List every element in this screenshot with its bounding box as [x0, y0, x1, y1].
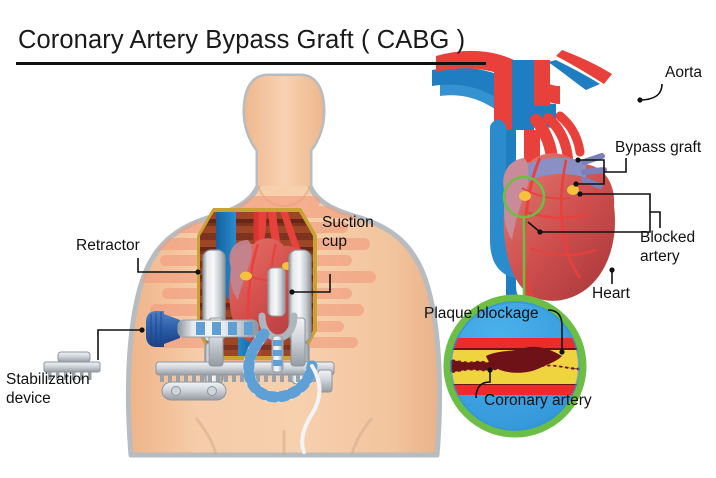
stabilizer-blue-handle — [146, 311, 259, 347]
label-stabilization-device: Stabilization device — [6, 371, 90, 407]
suction-cup-device — [243, 267, 322, 454]
label-bypass-graft: Bypass graft — [615, 139, 702, 156]
artery-cross-section-zoom — [443, 294, 587, 438]
label-heart: Heart — [592, 285, 630, 302]
label-suction-cup: Suction cup — [322, 214, 374, 250]
label-plaque-blockage: Plaque blockage — [424, 305, 539, 322]
heart-with-vessels — [432, 50, 615, 322]
leader-lines — [97, 83, 663, 399]
label-retractor: Retractor — [76, 237, 140, 254]
zoom-circle-ring — [443, 294, 587, 438]
label-blocked-artery: Blocked artery — [640, 229, 696, 265]
label-coronary-artery: Coronary artery — [484, 392, 592, 409]
label-aorta: Aorta — [665, 64, 703, 81]
page-title: Coronary Artery Bypass Graft ( CABG ) — [18, 26, 466, 54]
title-underline — [16, 62, 486, 65]
